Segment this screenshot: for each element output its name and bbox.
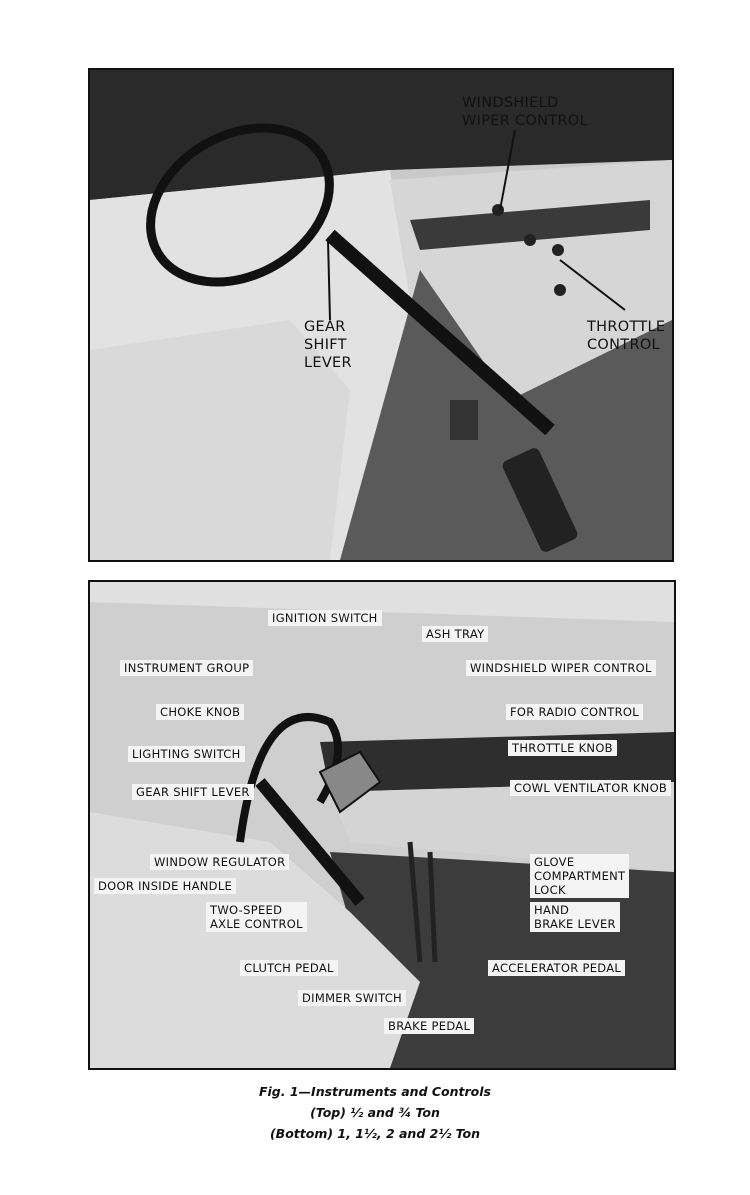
label-ignition-switch: IGNITION SWITCH [268, 610, 382, 626]
label-lighting-switch: LIGHTING SWITCH [128, 746, 245, 762]
label-gear-shift-lever: GEAR SHIFT LEVER [304, 319, 352, 371]
label-accelerator-pedal: ACCELERATOR PEDAL [488, 960, 626, 976]
label-windshield-wiper-control: WINDSHIELD WIPER CONTROL [466, 660, 656, 676]
label-windshield-wiper-control: WINDSHIELD WIPER CONTROL [462, 95, 588, 129]
figure-caption-top: (Top) ½ and ¾ Ton [310, 1105, 440, 1120]
label-door-inside-handle: DOOR INSIDE HANDLE [94, 878, 237, 894]
top-photo-illustration [90, 70, 672, 560]
label-cowl-ventilator-knob: COWL VENTILATOR KNOB [510, 780, 672, 796]
label-hand-brake-lever: HAND BRAKE LEVER [530, 902, 620, 932]
label-throttle-knob: THROTTLE KNOB [508, 740, 617, 756]
figure-caption-title: Fig. 1—Instruments and Controls [258, 1084, 491, 1099]
label-for-radio-control: FOR RADIO CONTROL [506, 704, 643, 720]
label-instrument-group: INSTRUMENT GROUP [120, 660, 254, 676]
label-ash-tray: ASH TRAY [422, 626, 489, 642]
label-throttle-control: THROTTLE CONTROL [587, 319, 666, 353]
bottom-photo: IGNITION SWITCH ASH TRAY INSTRUMENT GROU… [88, 580, 676, 1070]
top-photo: WINDSHIELD WIPER CONTROL GEAR SHIFT LEVE… [88, 68, 674, 562]
label-glove-compartment-lock: GLOVE COMPARTMENT LOCK [530, 854, 630, 898]
label-two-speed-axle-control: TWO-SPEED AXLE CONTROL [206, 902, 307, 932]
figure-caption-bottom: (Bottom) 1, 1½, 2 and 2½ Ton [269, 1126, 481, 1141]
label-brake-pedal: BRAKE PEDAL [384, 1018, 475, 1034]
label-gear-shift-lever: GEAR SHIFT LEVER [132, 784, 254, 800]
label-dimmer-switch: DIMMER SWITCH [298, 990, 406, 1006]
label-choke-knob: CHOKE KNOB [156, 704, 245, 720]
label-window-regulator: WINDOW REGULATOR [150, 854, 290, 870]
label-clutch-pedal: CLUTCH PEDAL [240, 960, 338, 976]
